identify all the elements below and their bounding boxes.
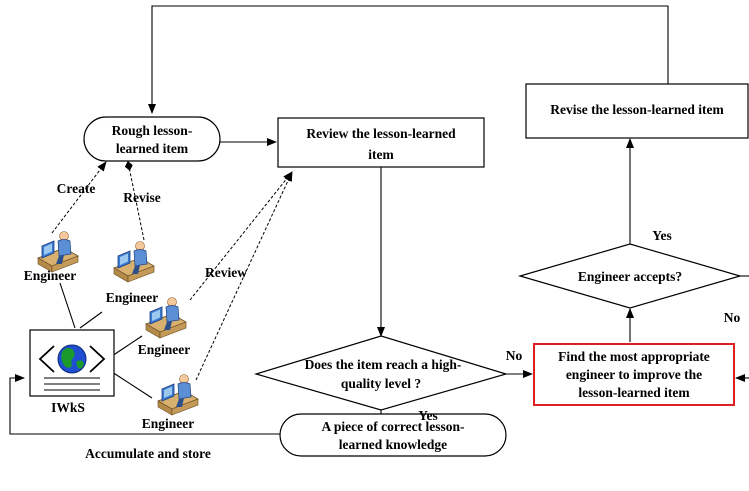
correct-knowledge-line-2: learned knowledge [339, 437, 447, 452]
iwks-link-2 [79, 311, 103, 329]
review-dashed-arrow-2 [195, 171, 293, 381]
quality-decision-line-1: Does the item reach a high- [305, 357, 462, 372]
rough-item-line-2: learned item [116, 141, 189, 156]
no-quality-label: No [506, 348, 523, 363]
rough-item-line-1: Rough lesson- [112, 123, 193, 138]
accept-decision-node [517, 243, 743, 309]
globe-document-icon [29, 329, 115, 397]
review-item-node [277, 117, 485, 168]
accept-decision-label: Engineer accepts? [578, 269, 682, 284]
revise-label: Revise [123, 190, 161, 205]
find-engineer-line-2: engineer to improve the [566, 367, 702, 382]
review-item-line-1: Review the lesson-learned [306, 126, 456, 141]
engineer-label-3: Engineer [138, 342, 191, 357]
find-engineer-line-3: lesson-learned item [578, 385, 690, 400]
find-engineer-line-1: Find the most appropriate [558, 349, 710, 364]
review-label: Review [205, 265, 247, 280]
quality-decision-node [253, 335, 509, 411]
engineer-at-desk-icon [113, 241, 155, 283]
iwks-link-3 [111, 335, 143, 357]
create-label: Create [57, 181, 96, 196]
yes-quality-label: Yes [418, 408, 438, 423]
correct-knowledge-line-1: A piece of correct lesson- [322, 419, 465, 434]
loop-back-connector [148, 5, 669, 114]
engineer-label-4: Engineer [142, 416, 195, 431]
iwks-label: IWkS [51, 400, 85, 415]
find-engineer-node [533, 343, 735, 406]
revise-item-node [525, 83, 749, 139]
accumulate-store-arrow [9, 374, 280, 435]
engineer-label-2: Engineer [106, 290, 159, 305]
review-item-line-2: item [368, 147, 394, 162]
accumulate-store-label: Accumulate and store [85, 446, 211, 461]
no-accept-label: No [724, 310, 741, 325]
revise-dashed-arrow [124, 161, 145, 241]
iwks-link-1 [59, 282, 76, 329]
engineer-at-desk-icon [157, 374, 199, 416]
revise-item-label: Revise the lesson-learned item [550, 102, 724, 117]
review-dashed-arrow-1 [189, 171, 293, 301]
iwks-link-4 [111, 371, 153, 399]
correct-knowledge-node [279, 413, 507, 457]
rough-item-node [83, 116, 221, 162]
engineer-at-desk-icon [37, 231, 79, 273]
create-dashed-arrow [51, 161, 107, 234]
quality-decision-line-2: quality level ? [341, 376, 421, 391]
yes-accept-label: Yes [652, 228, 672, 243]
engineer-label-1: Engineer [24, 268, 77, 283]
